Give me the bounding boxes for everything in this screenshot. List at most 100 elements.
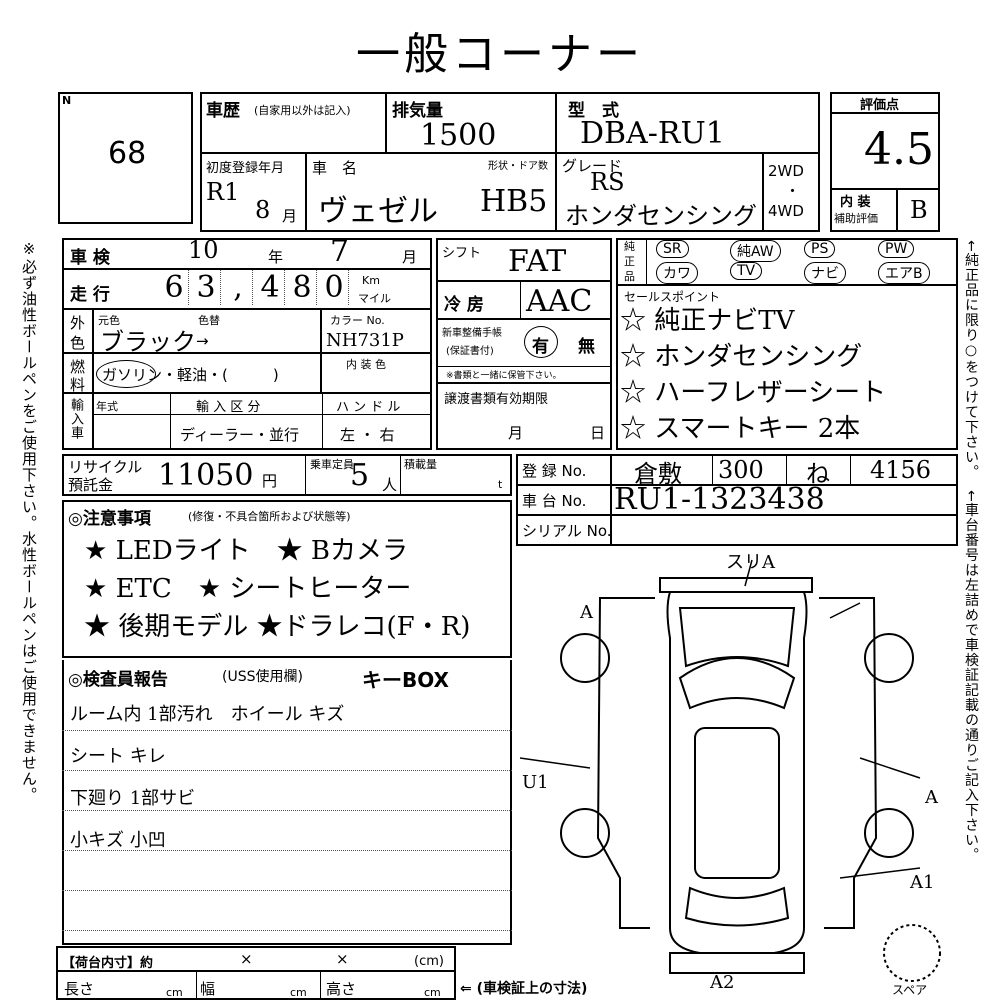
note-line: ★ LEDライト ★ Bカメラ: [84, 536, 409, 566]
selling-points: ☆ 純正ナビTV☆ ホンダセンシング☆ ハーフレザーシート☆ スマートキー 2本: [620, 300, 950, 448]
spare-tire: [883, 924, 941, 982]
cargo-note: ⇐ (車検証上の寸法): [460, 981, 588, 997]
recycle-label-1: リサイクル: [68, 458, 143, 476]
mark-front-bumper: スリA: [726, 552, 776, 573]
notes-sub: (修復・不具合箇所および状態等): [188, 510, 351, 523]
first-reg-label: 初度登録年月: [206, 161, 285, 176]
recycle-yen: 円: [262, 472, 278, 490]
inspection-month: 7: [330, 234, 350, 269]
rear-window: [684, 886, 790, 927]
genuine-label-2: 正: [624, 255, 635, 268]
notes-block: [62, 500, 512, 658]
hood: [678, 607, 796, 668]
roof: [694, 727, 780, 879]
model-label: 型 式: [568, 101, 619, 121]
lot-number: 68: [108, 136, 147, 171]
capacity-value: 5: [350, 458, 370, 493]
mark-front-left: A: [579, 602, 594, 623]
header-grid: [200, 92, 820, 232]
first-reg-month-unit: 月: [282, 207, 298, 225]
inspector-line: 小キズ 小凹: [70, 830, 166, 851]
load-unit: t: [498, 478, 503, 491]
import-type-label: 輸 入 区 分: [196, 400, 261, 415]
genuine-item: SR: [656, 240, 689, 258]
inspector-lines: ルーム内 1部汚れ ホイール キズシート キレ下廻り 1部サビ小キズ 小凹: [70, 700, 490, 860]
notes-label: ◎注意事項: [68, 509, 151, 529]
right-side-panel: [819, 597, 878, 929]
inspection-year-unit: 年: [268, 248, 284, 266]
chassis-label: 車 台 No.: [522, 492, 587, 510]
reg-area: 倉敷: [634, 460, 682, 488]
cargo-x-1: ×: [240, 950, 253, 968]
side-note-right-bottom: ←車台番号は左詰めで車検証記載の通りご記入下さい。: [963, 490, 979, 863]
mileage-label: 走 行: [70, 285, 110, 305]
manual-no: 無: [578, 337, 595, 357]
cargo-height-label: 高さ: [326, 980, 357, 998]
genuine-item: カワ: [656, 262, 698, 284]
transfer-label: 譲渡書類有効期限: [444, 392, 549, 407]
wheel-rear-left: [560, 808, 610, 858]
score-box: [830, 92, 940, 232]
genuine-label-1: 純: [624, 240, 635, 253]
shift-label: シフト: [442, 246, 482, 261]
first-reg-year: R1: [206, 178, 240, 206]
reg-label: 登 録 No.: [522, 462, 587, 480]
cargo-block: [56, 946, 456, 1000]
windshield: [678, 657, 796, 710]
spare-label: スペア: [892, 983, 927, 997]
handle-options: 左 ・ 右: [340, 426, 395, 444]
cargo-x-2: ×: [336, 950, 349, 968]
inspector-line: ルーム内 1部汚れ ホイール キズ: [70, 704, 345, 725]
drive-sep: ・: [785, 182, 801, 200]
notes-lines: ★ LEDライト ★ Bカメラ★ ETC ★ シートヒーター★ 後期モデル ★ド…: [84, 530, 524, 654]
color-label-2: 色: [70, 334, 86, 352]
capacity-label: 乗車定員: [310, 458, 354, 471]
ac-label: 冷 房: [444, 295, 484, 315]
car-name-label: 車 名: [312, 159, 358, 177]
mark-rear-bumper: A2: [709, 972, 734, 993]
mark-rear-right: A1: [909, 872, 934, 893]
cargo-height-unit: cm: [424, 986, 441, 999]
body-value: HB5: [480, 184, 548, 219]
car-name-value: ヴェゼル: [318, 194, 438, 229]
recycle-block: [62, 454, 512, 496]
selling-point: ☆ ハーフレザーシート: [620, 378, 887, 408]
cargo-width-label: 幅: [200, 980, 216, 998]
car-diagram: スリA A U1 A1 A2 A スペア: [520, 552, 941, 997]
grade-label: グレード: [562, 157, 623, 175]
note-line: ★ 後期モデル ★ドラレコ(F・R): [84, 612, 471, 642]
color-code-label: カラー No.: [330, 314, 385, 327]
genuine-item: ナビ: [804, 262, 846, 284]
rear-bumper: [669, 952, 805, 974]
reg-kana: ね: [806, 460, 830, 488]
wheel-front-right: [864, 633, 914, 683]
reg-number: 4156: [870, 456, 932, 484]
recycle-label-2: 預託金: [68, 476, 114, 494]
history-note: (自家用以外は記入): [254, 104, 351, 117]
lot-box: N 68: [58, 92, 193, 224]
selling-point: ☆ スマートキー 2本: [620, 414, 861, 444]
inspector-line: 下廻り 1部サビ: [70, 788, 196, 809]
fuel-label-1: 燃: [70, 358, 86, 376]
grade-line1: RS: [590, 168, 625, 196]
transfer-month: 月: [508, 424, 524, 442]
load-label: 積載量: [404, 458, 437, 471]
mileage-digit: ,: [224, 270, 253, 305]
color-orig-label: 元色: [98, 314, 120, 327]
cargo-length-unit: cm: [166, 986, 183, 999]
first-reg-month: 8: [255, 196, 271, 224]
score-value: 4.5: [864, 124, 934, 175]
front-bumper: [659, 577, 813, 593]
left-side-panel: [596, 597, 655, 929]
drive-4wd: 4WD: [768, 202, 804, 220]
genuine-item: エアB: [878, 262, 930, 284]
lot-corner: N: [62, 94, 72, 107]
cargo-width-unit: cm: [290, 986, 307, 999]
transfer-day: 日: [590, 424, 606, 442]
handle-label: ハ ン ド ル: [336, 400, 401, 415]
serial-label: シリアル No.: [522, 522, 612, 540]
ac-value: AAC: [526, 284, 593, 319]
side-note-left: ※必ず油性ボールペンをご使用下さい。水性ボールペンはご使用できません。: [20, 240, 38, 803]
history-label: 車歴: [206, 101, 240, 121]
